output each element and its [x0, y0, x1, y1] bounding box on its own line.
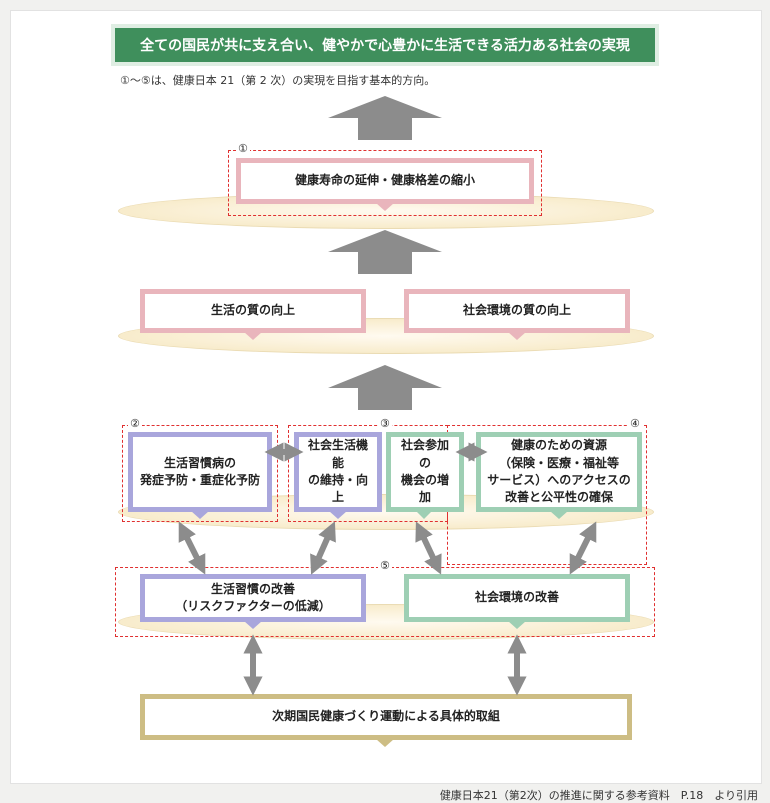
marker-1: ①: [236, 142, 250, 155]
quality-of-life-box: 生活の質の向上: [140, 289, 366, 333]
marker-5: ⑤: [378, 559, 392, 572]
link-prevention-lifestyle: [178, 521, 206, 575]
link-function-lifestyle: [310, 521, 336, 575]
participation-line-2: 機会の増加: [400, 473, 449, 505]
pointer-action: [376, 739, 394, 747]
pointer-goal: [376, 203, 394, 211]
resource-access-box: 健康のための資源 （保険・医療・福祉等 サービス）へのアクセスの 改善と公平性の…: [476, 432, 642, 512]
prevention-line-1: 生活習慣病の: [163, 455, 236, 470]
pointer-life: [244, 332, 262, 340]
vision-title: 全ての国民が共に支え合い、健やかで心豊かに生活できる活力ある社会の実現: [111, 24, 659, 66]
social-env-quality-box: 社会環境の質の向上: [404, 289, 630, 333]
marker-3: ③: [378, 417, 392, 430]
social-function-box: 社会生活機能 の維持・向上: [294, 432, 382, 512]
participation-line-1: 社会参加の: [400, 438, 449, 470]
pointer-function: [329, 511, 347, 519]
lifestyle-improvement-box: 生活習慣の改善 （リスクファクターの低減）: [140, 574, 366, 622]
up-arrow-1: [328, 96, 442, 140]
up-arrow-2: [328, 230, 442, 274]
prevention-box: 生活習慣病の 発症予防・重症化予防: [128, 432, 272, 512]
link-participation-env: [415, 521, 442, 575]
link-access-env: [569, 521, 597, 575]
access-line-2: （保険・医療・福祉等: [498, 455, 619, 470]
up-arrow-3: [328, 365, 442, 410]
pointer-access: [550, 511, 568, 519]
pointer-env: [508, 332, 526, 340]
pointer-env-improve: [508, 621, 526, 629]
marker-2: ②: [128, 417, 142, 430]
social-env-improvement-box: 社会環境の改善: [404, 574, 630, 622]
pointer-participation: [416, 511, 432, 519]
pointer-prevention: [191, 511, 209, 519]
participation-box: 社会参加の 機会の増加: [386, 432, 464, 512]
direction-1-frame: [228, 150, 542, 216]
lifestyle-line-1: 生活習慣の改善: [210, 581, 295, 596]
access-line-3: サービス）へのアクセスの: [487, 473, 631, 487]
prevention-line-2: 発症予防・重症化予防: [139, 473, 260, 487]
lifestyle-line-2: （リスクファクターの低減）: [175, 599, 331, 613]
access-line-1: 健康のための資源: [510, 438, 607, 453]
source-footer: 健康日本21（第2次）の推進に関する参考資料 P.18 より引用: [439, 789, 758, 802]
function-line-2: の維持・向上: [307, 473, 368, 505]
concrete-actions-box: 次期国民健康づくり運動による具体的取組: [140, 694, 632, 740]
direction-note: ①～⑤は、健康日本 21（第 2 次）の実現を目指す基本的方向。: [120, 74, 436, 87]
function-line-1: 社会生活機能: [307, 438, 368, 470]
pointer-lifestyle: [244, 621, 262, 629]
goal-box: 健康寿命の延伸・健康格差の縮小: [236, 158, 534, 204]
marker-4: ④: [628, 417, 642, 430]
access-line-4: 改善と公平性の確保: [504, 490, 613, 505]
